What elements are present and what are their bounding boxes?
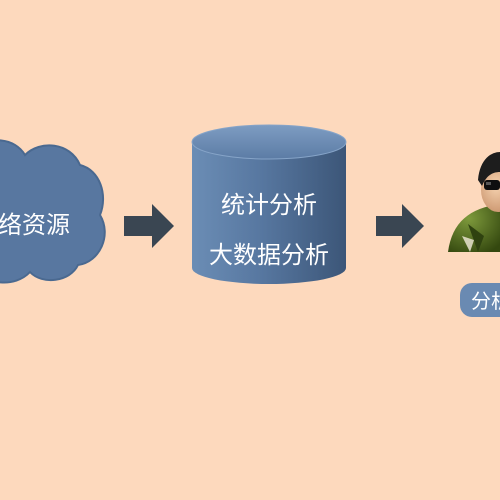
database-icon: 统计分析 大数据分析 <box>191 124 347 284</box>
analyst-person-icon <box>448 152 500 252</box>
arrow-right-icon <box>376 204 424 248</box>
cloud-icon: 络资源 <box>0 139 106 284</box>
cloud-label: 络资源 <box>0 211 70 239</box>
arrow-right-icon <box>124 204 174 248</box>
database-line-1: 统计分析 <box>221 191 317 219</box>
analyst-label-badge: 分析 <box>460 283 500 317</box>
database-line-2: 大数据分析 <box>209 241 329 269</box>
analyst-label: 分析 <box>471 289 500 313</box>
